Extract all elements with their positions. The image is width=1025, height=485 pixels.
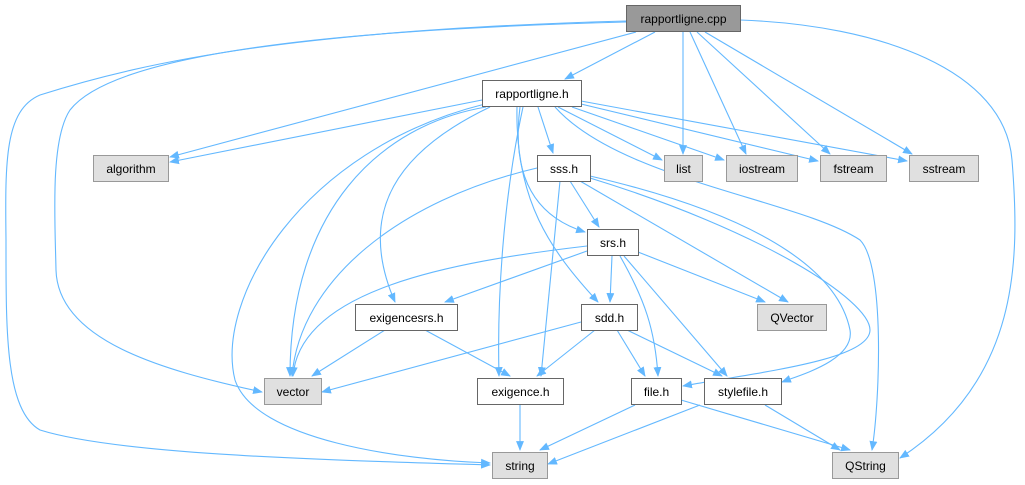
edge-sss-srs (569, 180, 600, 228)
edge-file-string (539, 404, 636, 451)
node-sstream[interactable]: sstream (909, 155, 979, 182)
edge-rh-iostream (571, 106, 725, 161)
node-rapportligne-h[interactable]: rapportligne.h (482, 80, 582, 107)
edge-rh-qstring (554, 106, 880, 451)
edge-rh-fstream (580, 103, 819, 163)
edge-srs-file (619, 255, 662, 377)
edge-cpp-string (5, 20, 627, 469)
edge-sdd-exigence (536, 329, 596, 377)
edge-srs-exigencesrs (444, 250, 588, 303)
edge-rh-exigence (494, 106, 524, 377)
edge-stylefile-string (547, 404, 701, 465)
node-file-h[interactable]: file.h (631, 378, 682, 405)
node-vector[interactable]: vector (264, 378, 322, 405)
node-list[interactable]: list (664, 155, 703, 182)
edge-cpp-rapportligne-h (564, 31, 656, 80)
edge-cpp-vector (54, 21, 627, 394)
edge-cpp-sstream (704, 31, 913, 155)
edge-sdd-stylefile (626, 329, 723, 377)
node-exigencesrs-h[interactable]: exigencesrs.h (355, 304, 458, 331)
node-stylefile-h[interactable]: stylefile.h (704, 378, 782, 405)
edge-srs-stylefile (623, 255, 728, 377)
edge-srs-qvector (637, 251, 766, 303)
node-qstring[interactable]: QString (832, 452, 899, 479)
node-srs-h[interactable]: srs.h (587, 229, 639, 256)
edge-cpp-algorithm (169, 31, 637, 159)
edge-sss-vector (288, 167, 538, 377)
edge-stylefile-qstring (764, 404, 841, 451)
edge-rh-string (231, 103, 491, 467)
node-rapportligne-cpp[interactable]: rapportligne.cpp (626, 5, 741, 32)
node-qvector[interactable]: QVector (757, 304, 827, 331)
edge-cpp-qstring (739, 19, 1016, 459)
edge-exigencesrs-vector (311, 329, 386, 377)
edge-rh-list (557, 106, 663, 161)
node-sss-h[interactable]: sss.h (537, 155, 591, 182)
edge-rh-sstream (580, 100, 908, 164)
node-exigence-h[interactable]: exigence.h (477, 378, 564, 405)
edge-srs-vector (289, 245, 588, 377)
node-string[interactable]: string (492, 452, 548, 479)
edge-sss-qvector (579, 180, 789, 303)
edge-rh-sss (537, 106, 555, 154)
edge-sdd-vector (321, 321, 582, 394)
edge-cpp-fstream (696, 31, 831, 155)
node-algorithm[interactable]: algorithm (93, 155, 169, 182)
node-fstream[interactable]: fstream (820, 155, 887, 182)
edge-sss-file (589, 177, 871, 389)
edge-sdd-file (616, 329, 646, 377)
node-sdd-h[interactable]: sdd.h (581, 304, 638, 331)
edge-srs-sdd (606, 255, 615, 303)
edge-sss-exigence (537, 180, 561, 377)
edge-rh-sdd (516, 106, 599, 303)
edge-rh-algorithm (169, 99, 483, 165)
edge-file-qstring (680, 399, 851, 452)
edge-cpp-iostream (689, 31, 747, 155)
node-iostream[interactable]: iostream (726, 155, 798, 182)
edge-rh-exigencesrs (379, 106, 491, 303)
edge-rh-vector (286, 106, 487, 377)
edge-sss-stylefile (589, 175, 851, 383)
